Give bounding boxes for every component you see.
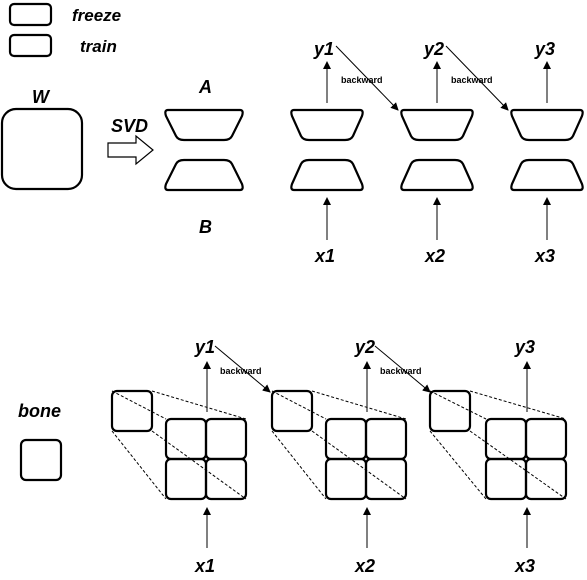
top-steps: y1 x1 y2 x2 y3 x3 backward b <box>290 39 584 266</box>
bottom-backward-label-2: backward <box>380 366 422 376</box>
bottom-backward-arrows: backward backward <box>214 345 431 393</box>
b-label: B <box>199 217 212 237</box>
legend-train-label: train <box>80 37 117 56</box>
bottom-1-weight-block-bl <box>164 457 208 501</box>
bottom-2-projection-top-left <box>271 390 327 420</box>
svd-label: SVD <box>111 116 148 136</box>
svd-group: SVD <box>107 116 154 166</box>
bottom-x2-label: x2 <box>354 556 375 576</box>
top-backward-arrow-2 <box>445 45 509 111</box>
bottom-2-weight-block-br <box>364 457 408 501</box>
bottom-backward-label-1: backward <box>220 366 262 376</box>
top-step-3: y3 x3 <box>510 39 584 266</box>
bottom-3-weight-block-tr <box>524 417 568 461</box>
a-factor <box>164 108 244 142</box>
bottom-1-projection-bottom-left <box>111 430 167 500</box>
bottom-1-projection-top-left <box>111 390 167 420</box>
top-step-2: y2 x2 <box>400 39 474 266</box>
legend: freeze train <box>8 2 121 58</box>
bottom-backward-arrow-1 <box>214 345 271 393</box>
top-backward-label-1: backward <box>341 75 383 85</box>
bottom-x1-label: x1 <box>194 556 215 576</box>
top-step-2-b-factor <box>400 158 474 192</box>
w-matrix-group: W <box>0 87 84 191</box>
bottom-3-weight-block-bl <box>484 457 528 501</box>
bottom-2-projection-top-right <box>311 390 407 420</box>
top-x3-label: x3 <box>534 246 555 266</box>
bottom-1-projection-bottom-right <box>151 430 247 500</box>
bottom-3-weight-block-tl <box>484 417 528 461</box>
bottom-2-weight-block-tl <box>324 417 368 461</box>
bottom-x3-label: x3 <box>514 556 535 576</box>
bone-block <box>19 438 63 482</box>
top-step-3-b-factor <box>510 158 584 192</box>
legend-freeze-label: freeze <box>72 6 121 25</box>
top-y3-label: y3 <box>534 39 555 59</box>
bottom-3-bone-block <box>428 389 472 433</box>
bottom-2-weight-block-tr <box>364 417 408 461</box>
bottom-3-weight-block-br <box>524 457 568 501</box>
bottom-step-1: y1 x1 <box>110 337 248 576</box>
bottom-2-bone-block <box>270 389 314 433</box>
a-label: A <box>198 77 212 97</box>
svd-factors: A B <box>164 77 244 237</box>
top-backward-label-2: backward <box>451 75 493 85</box>
bottom-1-bone-block <box>110 389 154 433</box>
top-y1-label: y1 <box>313 39 334 59</box>
bottom-y2-label: y2 <box>354 337 375 357</box>
bottom-3-projection-top-right <box>469 390 567 420</box>
b-factor <box>164 158 244 192</box>
top-backward-arrow-1 <box>335 45 399 111</box>
svd-arrow-icon <box>107 134 154 166</box>
legend-freeze-swatch <box>8 2 53 27</box>
bottom-3-projection-top-left <box>429 390 487 420</box>
bottom-3-projection-bottom-left <box>429 430 487 500</box>
bottom-2-projection-bottom-left <box>271 430 327 500</box>
bottom-step-3: y3 x3 <box>428 337 568 576</box>
bottom-step-2: y2 x2 <box>270 337 408 576</box>
legend-train-swatch <box>8 33 53 58</box>
bottom-1-weight-block-tr <box>204 417 248 461</box>
w-label: W <box>32 87 51 107</box>
top-step-3-a-factor <box>510 108 584 142</box>
bottom-backward-arrow-2 <box>374 345 431 393</box>
bottom-y1-label: y1 <box>194 337 215 357</box>
top-x2-label: x2 <box>424 246 445 266</box>
bottom-1-weight-block-tl <box>164 417 208 461</box>
bottom-2-weight-block-bl <box>324 457 368 501</box>
bottom-y3-label: y3 <box>514 337 535 357</box>
top-step-1: y1 x1 <box>290 39 364 266</box>
top-x1-label: x1 <box>314 246 335 266</box>
bottom-1-projection-top-right <box>151 390 247 420</box>
bottom-2-projection-bottom-right <box>311 430 407 500</box>
top-step-1-b-factor <box>290 158 364 192</box>
bone-label: bone <box>18 401 61 421</box>
top-step-1-a-factor <box>290 108 364 142</box>
top-step-2-a-factor <box>400 108 474 142</box>
top-y2-label: y2 <box>423 39 444 59</box>
bottom-1-weight-block-br <box>204 457 248 501</box>
w-matrix <box>0 107 84 191</box>
bottom-3-projection-bottom-right <box>469 430 567 500</box>
bone-legend: bone <box>18 401 63 482</box>
